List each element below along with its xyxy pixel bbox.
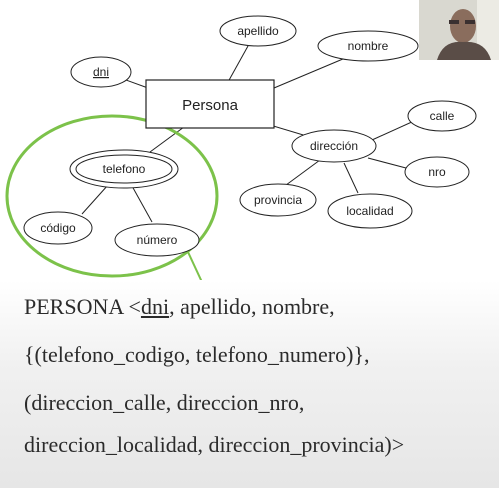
link-nro: [367, 157, 407, 169]
attr-localidad: [327, 193, 413, 229]
schema-line-3: (direccion_calle, direccion_nro,: [24, 390, 305, 415]
schema-line-2: {(telefono_codigo, telefono_numero)},: [24, 342, 370, 367]
presenter-video: [419, 0, 499, 60]
attr-nro: [404, 156, 470, 188]
highlight-circle: [5, 114, 219, 278]
schema-key: dni: [140, 294, 170, 319]
svg-text:código: código: [40, 221, 76, 235]
svg-text:dirección: dirección: [310, 139, 358, 153]
attr-nombre: [317, 30, 419, 62]
svg-text:calle: calle: [430, 109, 455, 123]
svg-text:nro: nro: [428, 165, 446, 179]
svg-text:provincia: provincia: [254, 193, 302, 207]
link-numero: [131, 185, 153, 223]
attr-provincia: [239, 183, 317, 217]
attr-apellido: [219, 15, 297, 47]
relational-schema: PERSONA <dni, apellido, nombre, {(telefo…: [0, 280, 499, 488]
svg-text:apellido: apellido: [237, 24, 279, 38]
attr-numero: [114, 223, 200, 257]
attr-telefono-inner: [75, 154, 173, 184]
attr-dni: [70, 56, 132, 88]
attr-telefono-outer: [69, 149, 179, 189]
link-apellido: [227, 45, 249, 83]
attr-direccion: [291, 129, 377, 163]
link-calle: [371, 120, 415, 141]
link-dni: [125, 79, 149, 89]
svg-text:telefono: telefono: [103, 162, 146, 176]
attr-codigo: [23, 211, 93, 245]
svg-text:localidad: localidad: [346, 204, 393, 218]
attr-calle: [407, 100, 477, 132]
key-attr-label: dni: [93, 65, 109, 79]
svg-text:número: número: [137, 233, 178, 247]
schema-line-4: direccion_localidad, direccion_provincia…: [24, 432, 405, 457]
link-nombre: [273, 55, 351, 89]
svg-text:nombre: nombre: [348, 39, 389, 53]
link-telefono: [149, 126, 185, 153]
schema-line-1: PERSONA <dni, apellido, nombre,: [24, 294, 335, 319]
link-provincia: [281, 159, 321, 189]
link-codigo: [81, 184, 109, 215]
entity-box: [145, 79, 275, 129]
presenter-shoulders: [437, 41, 491, 60]
entity-label: Persona: [182, 97, 239, 114]
presenter-head: [450, 9, 476, 43]
link-localidad: [343, 162, 359, 194]
